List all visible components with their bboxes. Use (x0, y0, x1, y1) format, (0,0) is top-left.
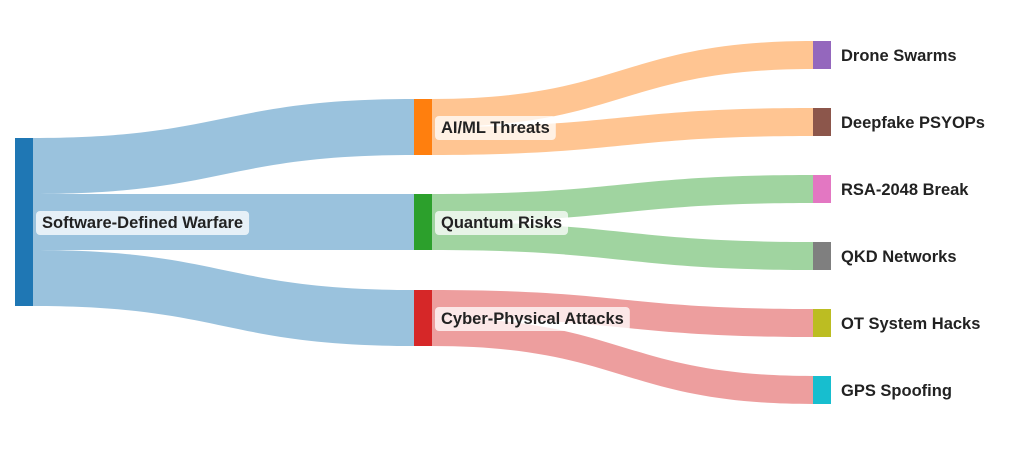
sankey-link (432, 318, 813, 404)
sankey-link (432, 41, 813, 127)
node-label-background (435, 116, 556, 140)
sankey-link (432, 175, 813, 222)
node-label: Drone Swarms (841, 47, 957, 65)
sankey-node (414, 194, 432, 250)
node-label-background (435, 307, 630, 331)
sankey-node (813, 175, 831, 203)
sankey-node (813, 242, 831, 270)
sankey-link (33, 250, 414, 346)
node-label: Software-Defined Warfare (42, 214, 243, 232)
sankey-link (432, 108, 813, 155)
node-label: GPS Spoofing (841, 382, 952, 400)
sankey-node (813, 376, 831, 404)
sankey-node (414, 290, 432, 346)
sankey-node (813, 309, 831, 337)
node-label: Deepfake PSYOPs (841, 114, 985, 132)
node-label: OT System Hacks (841, 315, 980, 333)
node-label: QKD Networks (841, 248, 957, 266)
sankey-node (813, 108, 831, 136)
sankey-node (813, 41, 831, 69)
node-label: Quantum Risks (441, 214, 562, 232)
node-label: Cyber-Physical Attacks (441, 310, 624, 328)
sankey-node (15, 138, 33, 306)
node-label-background (435, 211, 569, 235)
sankey-node (414, 99, 432, 155)
node-label: RSA-2048 Break (841, 181, 969, 199)
sankey-link (33, 99, 414, 194)
node-label: AI/ML Threats (441, 119, 550, 137)
node-label-background (36, 211, 250, 235)
